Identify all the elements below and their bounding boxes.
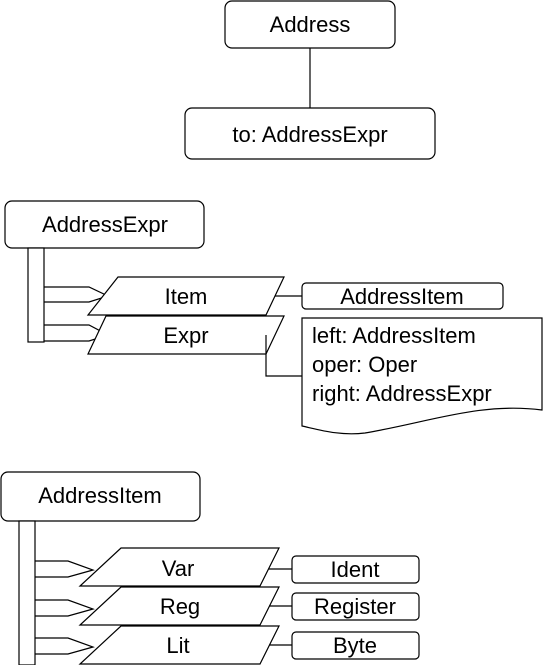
address-field-label: to: AddressExpr [232,122,387,147]
expr-fields-document [301,317,543,435]
reg-target-box [291,592,420,621]
variant-reg-shape [78,586,280,626]
expr-field-right: right: AddressExpr [312,381,492,406]
address-field-node: to: AddressExpr [184,107,436,160]
lit-target-label: Byte [333,633,377,658]
variant-lit-label: Lit [166,633,189,658]
address-expr-node: AddressExpr [4,200,205,249]
arrow-reg [35,599,95,617]
arrow-item [44,286,110,303]
variant-lit-shape [78,625,280,665]
lit-target-box [291,631,420,660]
address-item-box [0,471,201,522]
address-expr-variant-bar [27,247,45,343]
address-item-title: AddressItem [38,483,162,508]
address-field-box [184,107,436,160]
address-node: Address [224,0,396,49]
address-item-variant-bar [18,520,36,665]
variant-var-label: Var [162,556,195,581]
reg-target-label: Register [314,594,396,619]
arrow-var [35,560,95,578]
var-target-box [291,555,420,584]
variant-reg-label: Reg [160,594,200,619]
variant-item-label: Item [165,284,208,309]
var-target-label: Ident [331,557,380,582]
address-item-node: AddressItem [0,471,201,522]
expr-fields-connector [265,335,302,377]
expr-field-oper: oper: Oper [312,352,417,377]
variant-expr-label: Expr [163,323,208,348]
address-title: Address [270,12,351,37]
arrow-lit [35,637,95,655]
item-target-label: AddressItem [340,284,464,309]
variant-item-shape [86,276,285,316]
variant-var-shape [78,547,280,587]
expr-field-left: left: AddressItem [312,323,476,348]
item-target-box [301,282,504,310]
address-expr-title: AddressExpr [42,212,168,237]
address-expr-box [4,200,205,249]
